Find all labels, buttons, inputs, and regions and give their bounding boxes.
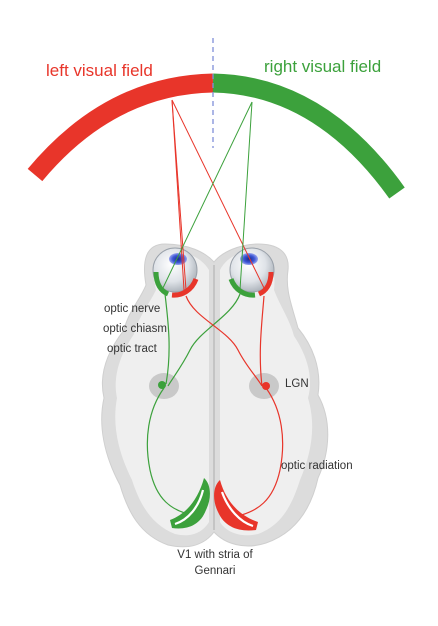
visual-field-arc xyxy=(27,73,405,199)
optic-radiation-label: optic radiation xyxy=(281,460,353,472)
left-retina-temporal xyxy=(153,271,170,297)
optic-pathways xyxy=(146,293,284,519)
right-lgn-marker xyxy=(262,382,270,390)
left-retina-nasal xyxy=(171,277,199,298)
green-pathway-left-eye-temporal xyxy=(164,293,170,385)
left-lgn-marker xyxy=(158,381,166,389)
light-rays xyxy=(161,99,266,291)
red-pathway-left-eye-crossing xyxy=(185,295,263,387)
green-optic-radiation xyxy=(146,387,199,517)
v1-caption: V1 with stria of Gennari xyxy=(140,547,290,579)
left-v1-stria xyxy=(174,489,205,526)
optic-tract-label: optic tract xyxy=(107,343,157,355)
right-retina-temporal xyxy=(257,271,274,297)
v1-caption-line-2: Gennari xyxy=(194,565,236,577)
left-eye xyxy=(152,247,199,298)
red-optic-radiation xyxy=(225,387,284,519)
right-v1-cortex xyxy=(214,480,258,531)
ray-green-to-right-eye xyxy=(239,101,253,291)
optic-chiasm-label: optic chiasm xyxy=(103,323,167,335)
left-visual-field-arc xyxy=(27,73,214,182)
right-iris xyxy=(240,253,258,265)
v1-caption-line-1: V1 with stria of xyxy=(177,549,253,561)
right-visual-field-arc xyxy=(212,73,405,199)
ray-red-to-left-eye-b xyxy=(171,99,185,291)
ray-green-to-left-eye xyxy=(161,101,253,291)
left-v1-cortex xyxy=(170,478,210,529)
primary-visual-cortex xyxy=(170,478,258,531)
right-retina-nasal xyxy=(228,277,256,298)
brain xyxy=(101,243,329,548)
right-visual-field-title: right visual field xyxy=(264,57,382,76)
lgn-label: LGN xyxy=(285,378,309,390)
right-v1-stria xyxy=(220,491,254,528)
optic-nerve-label: optic nerve xyxy=(104,303,161,315)
red-pathway-right-eye-temporal xyxy=(259,295,265,387)
green-pathway-right-eye-crossing xyxy=(167,293,241,387)
right-eye xyxy=(228,247,275,298)
left-visual-field-title: left visual field xyxy=(46,61,153,80)
ray-red-to-right-eye xyxy=(171,99,266,291)
